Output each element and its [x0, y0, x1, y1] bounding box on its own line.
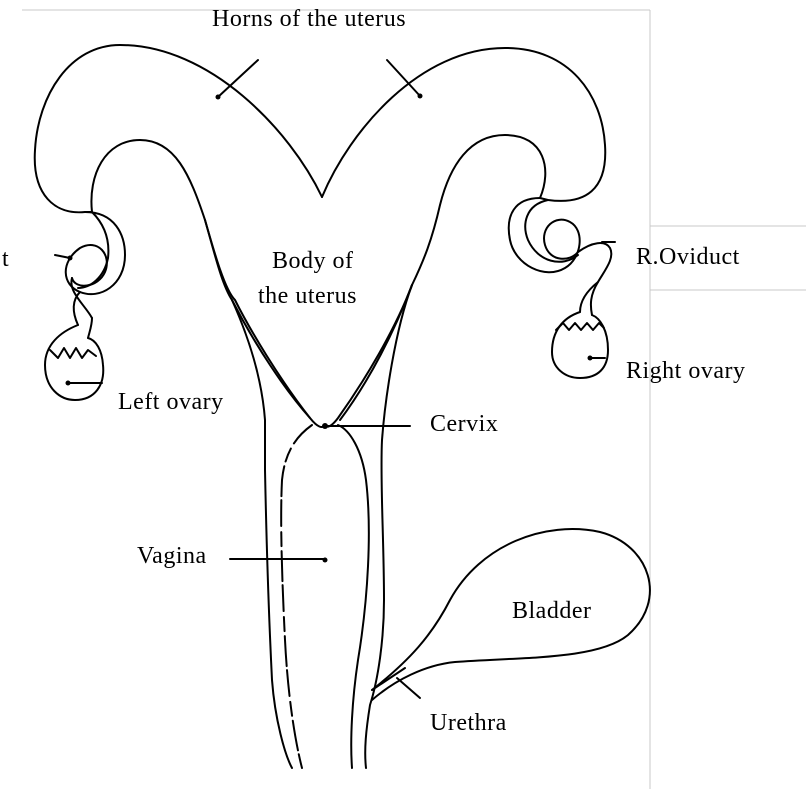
right-ovary-zigzag: [556, 323, 604, 330]
horns-of-uterus-label: Horns of the uterus: [212, 6, 406, 34]
left-vagina-inner-wall: [281, 425, 312, 768]
body-of-uterus-label-line2: the uterus: [258, 283, 357, 311]
vagina-label: Vagina: [137, 543, 207, 571]
right-ovary-label: Right ovary: [626, 358, 746, 386]
leader-dots: [66, 94, 593, 563]
left-vagina-outer-wall: [232, 300, 292, 768]
right-oviduct-label: R.Oviduct: [636, 244, 740, 272]
left-ovary-zigzag: [50, 348, 96, 358]
left-oviduct-dot: [68, 256, 73, 261]
left-oviduct-label: t: [2, 246, 9, 274]
vagina-dot: [323, 558, 328, 563]
right-horn-inner: [325, 135, 545, 427]
horns-dot-right: [418, 94, 423, 99]
uterus-outer-outline-right: [322, 48, 605, 201]
horns-dot-left: [216, 95, 221, 100]
left-ovary-label: Left ovary: [118, 389, 224, 417]
bladder-outline: [372, 529, 650, 700]
left-oviduct-loop: [71, 212, 108, 318]
right-ovary-dot: [588, 356, 593, 361]
body-of-uterus-label-line1: Body of: [272, 248, 354, 276]
left-ovary-dot: [66, 381, 71, 386]
cervix-label: Cervix: [430, 411, 498, 439]
bladder-label: Bladder: [512, 598, 591, 626]
left-ovary-outline: [45, 325, 103, 400]
urethra-label: Urethra: [430, 710, 507, 738]
right-vagina-inner-wall: [338, 425, 369, 768]
right-vagina-outer-wall: [365, 285, 412, 768]
uterus-outer-outline: [35, 45, 322, 212]
urethra-leader: [397, 678, 420, 698]
cervix-dot: [322, 423, 328, 429]
right-ovary-outline: [552, 312, 608, 378]
